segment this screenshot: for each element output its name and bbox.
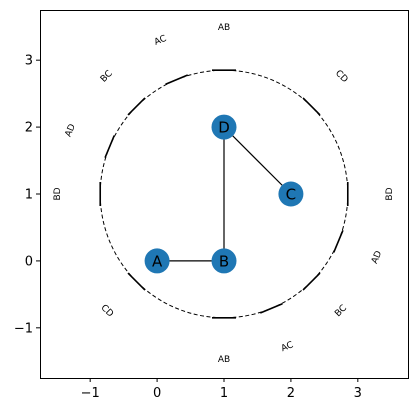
y-tick-label: 0 <box>25 254 33 269</box>
boundary-mark-line <box>127 97 146 116</box>
graph-edges <box>157 126 292 262</box>
x-tick-label: 3 <box>354 386 362 401</box>
boundary-mark-line <box>333 229 344 253</box>
y-tick-label: 3 <box>25 54 33 69</box>
node-label-b: B <box>219 252 229 270</box>
node-b <box>211 248 237 274</box>
node-d <box>211 114 237 140</box>
y-tick-label: 2 <box>25 121 33 136</box>
graph-nodes: A B C D <box>144 114 304 274</box>
boundary-mark-line <box>104 135 115 159</box>
boundary-mark-label: BC <box>333 303 349 319</box>
x-tick-label: 2 <box>287 386 295 401</box>
boundary-mark-label: BD <box>53 187 63 200</box>
boundary-mark-label: AD <box>64 123 78 139</box>
boundary-mark-line <box>127 272 146 291</box>
boundary-mark-line <box>302 272 321 291</box>
boundary-mark-label: AD <box>370 249 384 265</box>
node-label-d: D <box>218 119 230 137</box>
x-tick-label: 1 <box>220 386 228 401</box>
node-c <box>278 181 304 207</box>
edge-d-c <box>223 126 292 195</box>
y-tick-label: 1 <box>25 188 33 203</box>
boundary-mark-label: AB <box>218 23 230 33</box>
boundary-mark-label: CD <box>333 69 349 85</box>
node-a <box>144 248 170 274</box>
y-tick-label: −1 <box>14 321 33 336</box>
node-label-c: C <box>286 186 296 204</box>
boundary-mark-label: AC <box>280 340 295 354</box>
node-label-a: A <box>152 252 163 270</box>
boundary-mark-line <box>259 303 283 314</box>
boundary-mark-label: BD <box>385 187 395 200</box>
boundary-mark-label: CD <box>99 303 115 319</box>
boundary-mark-line <box>165 74 189 85</box>
x-tick-label: 0 <box>153 386 161 401</box>
axis-ticks: −1 0 1 2 3 −1 0 1 2 3 <box>14 54 362 401</box>
boundary-mark-label: AB <box>218 355 230 365</box>
boundary-mark-label: AC <box>153 34 168 48</box>
x-tick-label: −1 <box>81 386 100 401</box>
boundary-mark-label: BC <box>99 69 115 85</box>
boundary-mark-line <box>302 97 321 116</box>
